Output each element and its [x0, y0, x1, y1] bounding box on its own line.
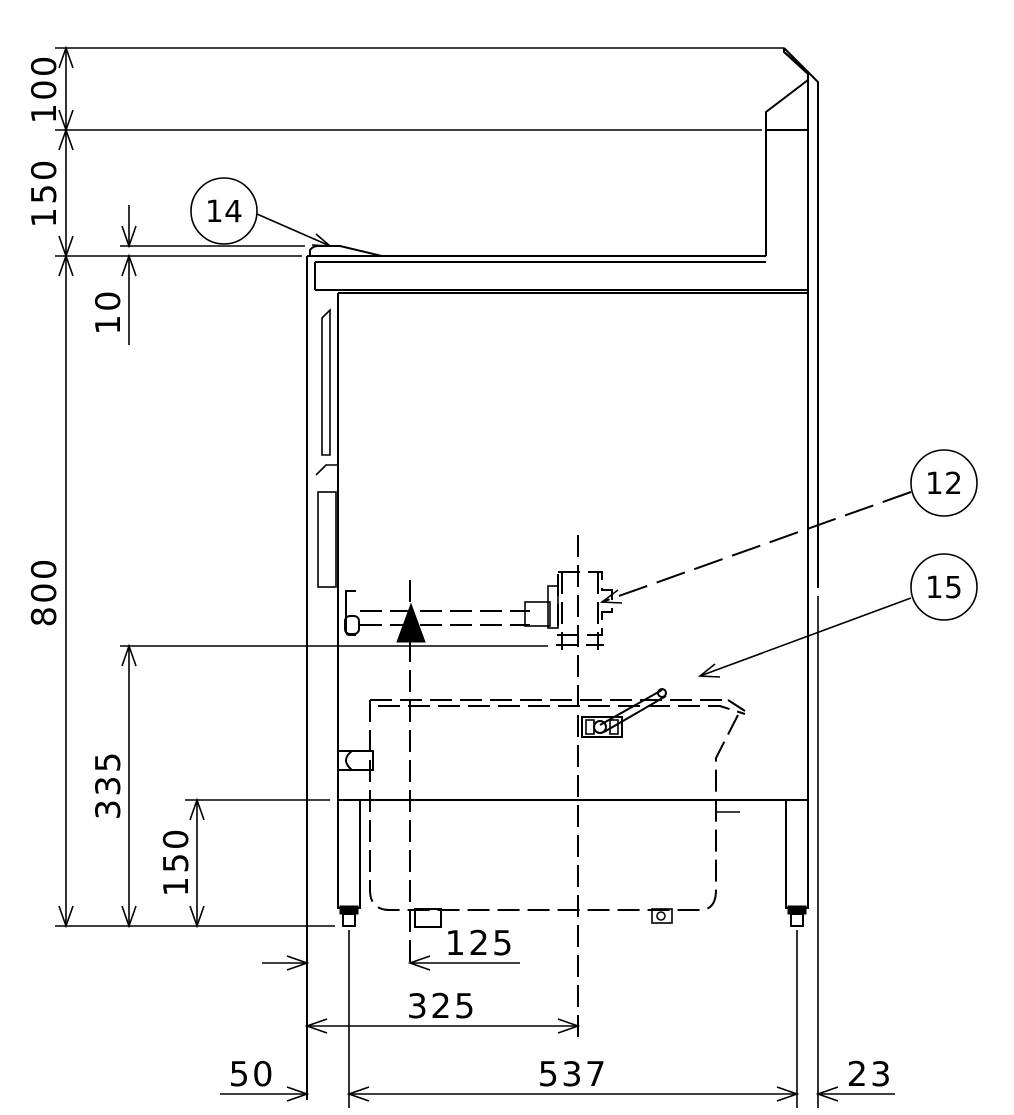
dim-10: 10	[89, 288, 129, 335]
cabinet-body	[306, 47, 819, 1100]
callout-12: 12	[599, 449, 978, 604]
dim-150-bottom: 150	[157, 827, 197, 898]
water-supply-marker	[396, 602, 426, 643]
dim-800: 800	[25, 557, 65, 628]
dim-50: 50	[228, 1055, 275, 1095]
dim-100: 100	[25, 54, 65, 125]
dim-150-upper: 150	[25, 158, 65, 229]
valve-assembly	[524, 535, 613, 1040]
callout-14-label: 14	[205, 195, 243, 230]
callout-15-label: 15	[925, 571, 963, 606]
sink-basin	[369, 699, 746, 911]
dim-325: 325	[407, 987, 478, 1027]
dim-125: 125	[445, 924, 516, 964]
callout-14: 14	[190, 177, 333, 247]
callout-12-label: 12	[925, 467, 963, 502]
dim-537: 537	[538, 1055, 609, 1095]
hidden-details	[337, 535, 746, 1040]
dim-335: 335	[89, 750, 129, 821]
dim-23: 23	[846, 1055, 893, 1095]
dimension-lines	[55, 45, 895, 1108]
callout-15: 15	[697, 553, 978, 678]
